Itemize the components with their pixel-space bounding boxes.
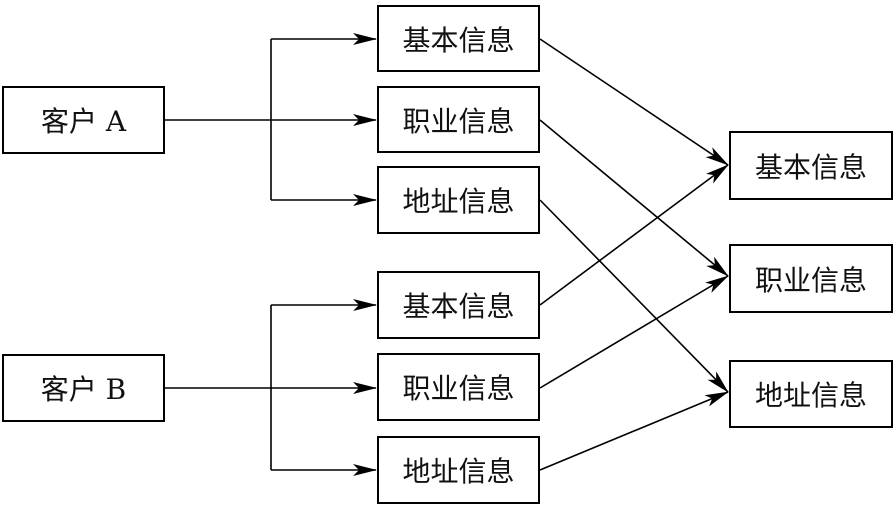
target-basic-info-label: 基本信息 bbox=[754, 150, 867, 184]
customer-a-basic-info-label: 基本信息 bbox=[402, 23, 515, 57]
customer-a-job-info-label: 职业信息 bbox=[402, 104, 515, 138]
customer-b-box: 客户 B bbox=[2, 354, 165, 422]
customer-b-basic-info-label: 基本信息 bbox=[402, 290, 515, 323]
arrow-b-basic-to-target bbox=[539, 164, 729, 306]
target-address-info-box: 地址信息 bbox=[729, 360, 893, 428]
customer-a-address-info-label: 地址信息 bbox=[402, 185, 515, 218]
arrow-a-basic-to-target bbox=[539, 38, 729, 166]
arrow-b-address-to-target bbox=[539, 391, 729, 471]
customer-a-address-info-box: 地址信息 bbox=[377, 166, 540, 234]
customer-b-address-info-label: 地址信息 bbox=[402, 455, 515, 488]
target-job-info-label: 职业信息 bbox=[754, 263, 867, 297]
arrow-b-job-to-target bbox=[539, 275, 729, 389]
customer-a-label: 客户 A bbox=[40, 105, 127, 138]
arrow-a-address-to-target bbox=[539, 199, 729, 393]
arrow-a-job-to-target bbox=[539, 119, 729, 277]
target-address-info-label: 地址信息 bbox=[754, 379, 867, 412]
customer-b-basic-info-box: 基本信息 bbox=[377, 271, 540, 339]
customer-a-box: 客户 A bbox=[2, 86, 165, 154]
customer-b-job-info-label: 职业信息 bbox=[402, 372, 515, 405]
target-basic-info-box: 基本信息 bbox=[729, 131, 893, 200]
target-job-info-box: 职业信息 bbox=[729, 244, 893, 313]
customer-b-job-info-box: 职业信息 bbox=[377, 353, 540, 421]
customer-a-job-info-box: 职业信息 bbox=[377, 86, 540, 153]
customer-b-address-info-box: 地址信息 bbox=[377, 436, 540, 504]
customer-b-label: 客户 B bbox=[40, 373, 127, 406]
customer-a-basic-info-box: 基本信息 bbox=[377, 5, 540, 72]
